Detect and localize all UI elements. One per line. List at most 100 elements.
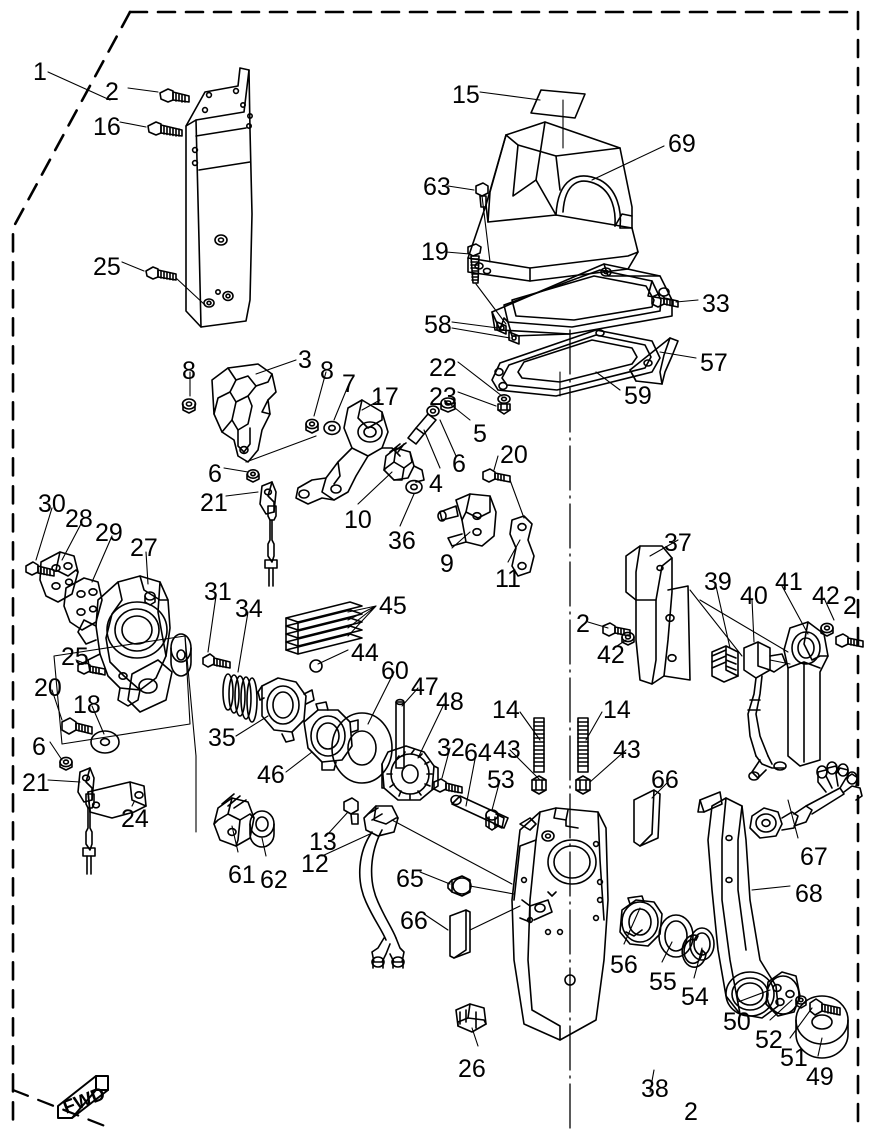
callout-69: 69 xyxy=(668,130,696,158)
part-65-bulb xyxy=(447,875,472,897)
part-42-washer-left xyxy=(621,631,635,646)
main-housing-body xyxy=(511,807,609,1041)
part-8-nuts xyxy=(181,398,319,434)
part-11-bracket xyxy=(509,515,535,577)
callout-32: 32 xyxy=(437,734,465,762)
part-41-body xyxy=(783,621,829,767)
part-24-plate xyxy=(87,781,147,819)
callout-14: 14 xyxy=(492,696,520,724)
part-66-pad-right xyxy=(633,789,661,847)
part-26-clip xyxy=(455,1003,487,1033)
part-31-screw xyxy=(202,653,231,669)
callout-2: 2 xyxy=(684,1098,698,1126)
part-9-bracket xyxy=(437,493,497,547)
part-57-seal xyxy=(629,337,679,385)
callout-6: 6 xyxy=(32,733,46,761)
callout-50: 50 xyxy=(723,1008,751,1036)
callout-49: 49 xyxy=(806,1063,834,1091)
callout-1: 1 xyxy=(33,58,47,86)
callout-38: 38 xyxy=(641,1075,669,1103)
callout-23: 23 xyxy=(429,383,457,411)
callout-57: 57 xyxy=(700,349,728,377)
part-25-bolt-upper xyxy=(145,266,177,281)
callout-2: 2 xyxy=(843,592,857,620)
part-13-bolt xyxy=(343,797,359,825)
callout-8: 8 xyxy=(320,357,334,385)
callout-22: 22 xyxy=(429,354,457,382)
callout-5: 5 xyxy=(473,420,487,448)
part-18-washer xyxy=(90,730,120,754)
callout-53: 53 xyxy=(487,766,515,794)
part-54-snapring xyxy=(681,927,715,968)
callout-67: 67 xyxy=(800,843,828,871)
part-1-bracket xyxy=(185,67,254,328)
part-16-bolt xyxy=(147,121,183,137)
part-39-switch xyxy=(711,645,739,683)
part-46-ring xyxy=(303,701,359,771)
pin-under-21-lower xyxy=(82,793,96,875)
callout-14: 14 xyxy=(603,696,631,724)
part-63-bolt xyxy=(475,182,489,208)
callout-48: 48 xyxy=(436,688,464,716)
part-61-coupler xyxy=(213,793,255,847)
callout-34: 34 xyxy=(235,595,263,623)
callout-54: 54 xyxy=(681,983,709,1011)
part-37-handle xyxy=(625,545,691,685)
callout-8: 8 xyxy=(182,357,196,385)
callout-13: 13 xyxy=(309,828,337,856)
callout-20: 20 xyxy=(34,674,62,702)
callout-46: 46 xyxy=(257,761,285,789)
callout-25: 25 xyxy=(93,253,121,281)
callout-6: 6 xyxy=(452,450,466,478)
callout-40: 40 xyxy=(740,582,768,610)
callout-43: 43 xyxy=(493,736,521,764)
callout-45: 45 xyxy=(379,592,407,620)
callout-42: 42 xyxy=(812,582,840,610)
part-15-label xyxy=(530,89,586,119)
callout-17: 17 xyxy=(371,383,399,411)
part-59-gasket xyxy=(491,329,661,397)
callout-18: 18 xyxy=(73,691,101,719)
part-2-bolt-handle-right xyxy=(835,633,864,648)
callout-41: 41 xyxy=(775,568,803,596)
part-2-bolt-upper xyxy=(159,88,190,103)
part-62-bushing xyxy=(249,810,275,848)
callout-43: 43 xyxy=(613,736,641,764)
part-32-bolt xyxy=(433,778,463,794)
part-14-stud-right xyxy=(577,717,589,773)
part-19-bolt-long xyxy=(467,243,482,284)
callout-7: 7 xyxy=(342,370,356,398)
part-22-23-washers xyxy=(497,393,511,415)
part-25-bolt-lower xyxy=(77,661,106,676)
part-14-stud-left xyxy=(533,717,545,773)
callout-21: 21 xyxy=(22,769,50,797)
callout-55: 55 xyxy=(649,968,677,996)
part-68-lever xyxy=(697,791,779,1019)
part-35-ring xyxy=(257,677,315,743)
part-33-bolt xyxy=(651,293,679,308)
callout-68: 68 xyxy=(795,880,823,908)
part-42-washer-right xyxy=(820,622,834,637)
callout-56: 56 xyxy=(610,951,638,979)
part-49-knob xyxy=(795,995,849,1059)
callout-30: 30 xyxy=(38,490,66,518)
callout-52: 52 xyxy=(755,1026,783,1054)
callout-19: 19 xyxy=(421,238,449,266)
callout-16: 16 xyxy=(93,113,121,141)
callout-62: 62 xyxy=(260,866,288,894)
fwd-text: FWD xyxy=(60,1084,108,1119)
callout-59: 59 xyxy=(624,382,652,410)
part-36-washer xyxy=(405,479,423,495)
callout-10: 10 xyxy=(344,506,372,534)
callout-9: 9 xyxy=(440,550,454,578)
callout-65: 65 xyxy=(396,865,424,893)
callout-61: 61 xyxy=(228,861,256,889)
callout-31: 31 xyxy=(204,578,232,606)
part-66-pad-left xyxy=(449,909,471,959)
callout-4: 4 xyxy=(429,470,443,498)
pin-under-21 xyxy=(264,505,278,587)
callout-33: 33 xyxy=(702,290,730,318)
callout-39: 39 xyxy=(704,568,732,596)
callout-6: 6 xyxy=(208,460,222,488)
